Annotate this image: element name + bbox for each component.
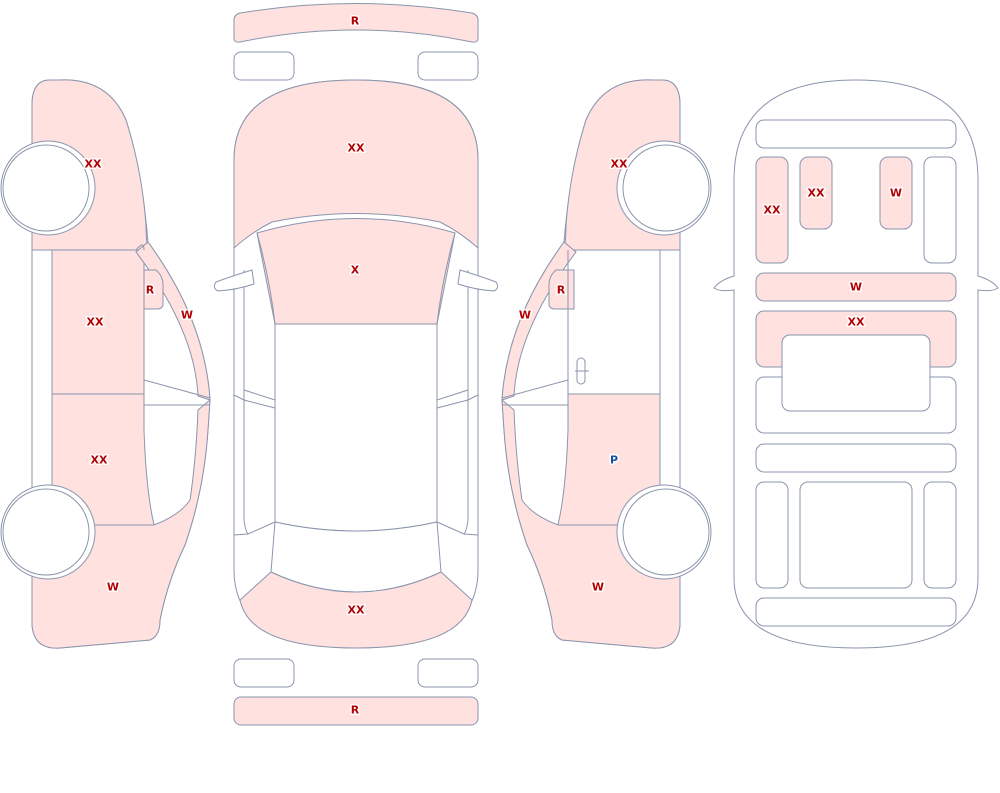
right-rear-wheel[interactable] (622, 488, 710, 576)
rear-left-rail[interactable] (755, 481, 789, 589)
front-right-rail[interactable] (923, 156, 957, 264)
left-front-door-code: XX (87, 316, 104, 329)
underbody-right-member-code: W (890, 187, 902, 200)
roof-panel[interactable] (274, 323, 438, 532)
underbody-floor-code: XX (848, 316, 865, 329)
left-rear-door-code: XX (91, 454, 108, 467)
front-crossmember[interactable] (755, 272, 957, 302)
left-headlight[interactable] (233, 51, 295, 81)
rear-deck-code: XX (348, 604, 365, 617)
left-rear-wheel[interactable] (2, 488, 90, 576)
rear-window[interactable] (270, 521, 442, 593)
left-front-door-panel[interactable] (51, 249, 145, 395)
front-bumper-panel[interactable] (233, 3, 479, 43)
rear-deck-panel[interactable] (239, 571, 473, 649)
right-side-lines (436, 232, 479, 536)
rear-crossbar[interactable] (755, 597, 957, 627)
hood-panel[interactable] (233, 79, 479, 250)
front-crossbar[interactable] (755, 119, 957, 149)
rear-right-rail[interactable] (923, 481, 957, 589)
left-taillight[interactable] (233, 658, 295, 688)
windshield-code: X (351, 264, 360, 277)
left-rear-quarter-code: W (107, 581, 119, 594)
front-center-member[interactable] (799, 156, 833, 230)
underbody-center-member-code: XX (808, 187, 825, 200)
left-mirror[interactable] (213, 269, 255, 292)
right-rear-door-code: P (610, 454, 618, 467)
rear-floor[interactable] (799, 481, 913, 589)
underbody-crossmember-code: W (850, 281, 862, 294)
right-side-view: XX R W P W (501, 79, 712, 649)
right-front-fender-code: XX (611, 158, 628, 171)
right-rear-quarter-panel[interactable] (501, 398, 681, 649)
windshield-panel[interactable] (256, 218, 456, 325)
right-roof-rail-code: W (519, 309, 531, 322)
rear-bumper-code: R (351, 704, 360, 717)
right-window-lines (501, 250, 661, 525)
front-left-rail[interactable] (755, 156, 789, 264)
right-front-wheel[interactable] (622, 144, 710, 232)
underbody-view: XX XX W W XX (713, 79, 999, 649)
right-roof-rail-panel[interactable] (501, 241, 577, 401)
rear-bumper-panel[interactable] (233, 696, 479, 726)
hood-code: XX (348, 142, 365, 155)
front-right-member[interactable] (879, 156, 913, 230)
left-side-view: XX R W XX XX W (0, 79, 211, 649)
right-taillight[interactable] (417, 658, 479, 688)
left-roof-rail-code: W (181, 309, 193, 322)
left-front-wheel[interactable] (2, 144, 90, 232)
center-floor-inset (781, 334, 931, 412)
underbody-left-rail-code: XX (764, 204, 781, 217)
left-rear-quarter-panel[interactable] (31, 398, 211, 649)
left-side-lines (233, 232, 276, 536)
left-pillar-panel[interactable] (143, 269, 164, 310)
left-window-lines (51, 244, 211, 525)
left-pillar-code: R (146, 284, 155, 297)
right-mirror[interactable] (457, 269, 499, 292)
front-bumper-code: R (351, 15, 360, 28)
left-roof-rail-panel[interactable] (135, 241, 211, 401)
top-view: R XX X XX R (213, 3, 499, 726)
right-pillar-code: R (557, 284, 566, 297)
right-rear-quarter-code: W (592, 581, 604, 594)
rear-crossmember[interactable] (755, 443, 957, 473)
left-front-fender-code: XX (85, 158, 102, 171)
right-headlight[interactable] (417, 51, 479, 81)
